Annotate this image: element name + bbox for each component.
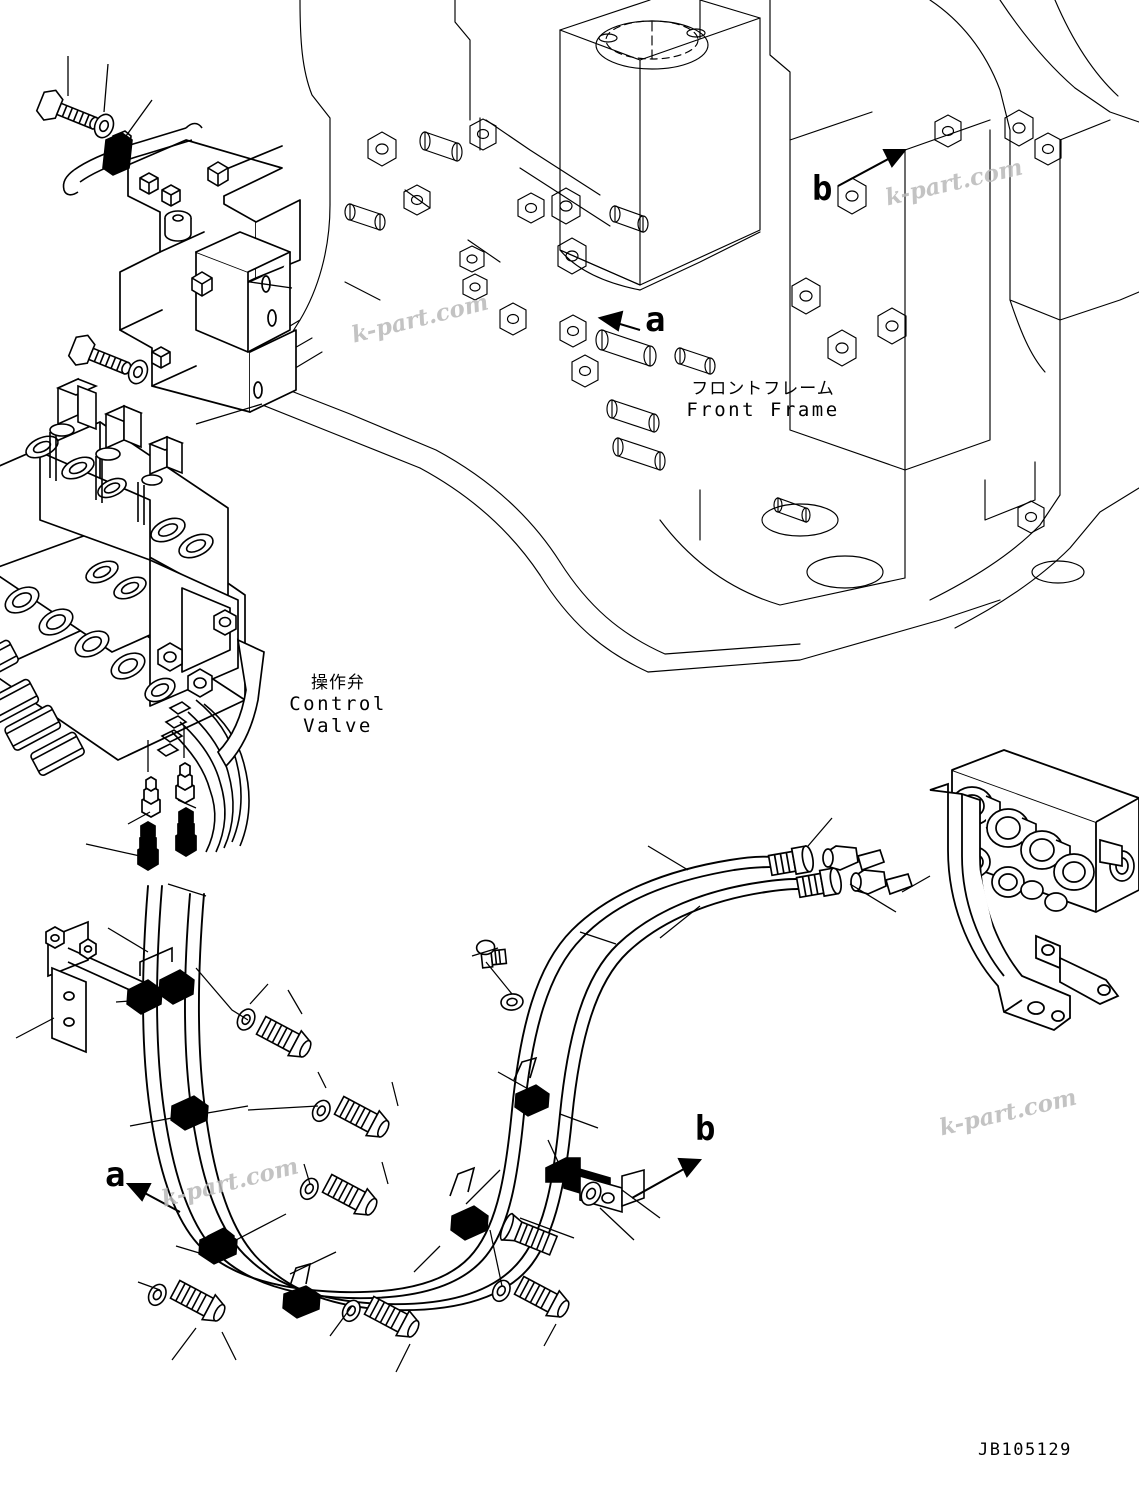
callout-a-lower: a xyxy=(105,1155,126,1195)
label-front-frame: フロントフレーム Front Frame xyxy=(683,374,843,421)
callout-b-lower: b xyxy=(695,1109,716,1149)
label-front-frame-jp: フロントフレーム xyxy=(691,379,835,399)
callout-arrow-a-lower xyxy=(125,1183,181,1213)
callout-b-upper: b xyxy=(812,169,833,209)
label-control-valve-jp: 操作弁 xyxy=(311,673,365,693)
label-control-valve: 操作弁 Control Valve xyxy=(248,668,428,737)
label-front-frame-en: Front Frame xyxy=(686,399,840,421)
label-control-valve-en: Control Valve xyxy=(289,693,387,737)
drawing-number: JB105129 xyxy=(978,1440,1072,1460)
callout-arrow-b-upper xyxy=(837,149,908,187)
callout-arrow-a-upper xyxy=(597,310,641,332)
callout-a-upper: a xyxy=(645,300,666,340)
callout-arrow-b-lower xyxy=(631,1157,703,1199)
